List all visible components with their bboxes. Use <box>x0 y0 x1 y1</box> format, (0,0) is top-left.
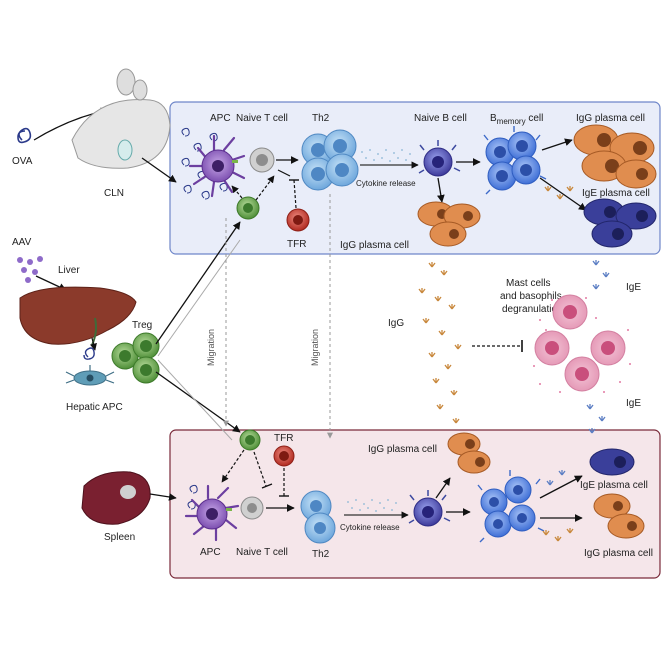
aav-particles-icon <box>17 256 43 283</box>
mast-cells-label-1: Mast cells <box>506 278 550 289</box>
cln-antigen-cloud <box>181 127 228 200</box>
igg-mid-label: IgG <box>388 318 404 329</box>
cln-naive-b-label: Naive B cell <box>414 113 467 124</box>
spleen-icon <box>81 471 151 525</box>
spleen-treg-to-apc-dashed <box>221 449 245 483</box>
ige-upper-label: IgE <box>626 282 641 293</box>
spleen-ige-plasma-label: IgE plasma cell <box>580 480 648 491</box>
cln-igg-plasma-bottom-label: IgG plasma cell <box>340 240 409 251</box>
cln-bmem-to-ige-arrow <box>539 177 587 211</box>
spleen-apc-label: APC <box>200 547 221 558</box>
cln-tfr-label: TFR <box>287 239 306 250</box>
hepatic-apc-label: Hepatic APC <box>66 402 123 413</box>
cln-naive-b-cell <box>418 140 461 177</box>
spleen-panel <box>169 429 661 579</box>
spleen-apc-cell <box>184 484 240 542</box>
cln-t-inhibit <box>277 169 291 177</box>
cln-igg-plasma-cluster-bottom <box>417 201 481 247</box>
spleen-tfr-cell <box>273 445 295 467</box>
spleen-naive-t-cell <box>240 496 264 520</box>
treg-to-cln-grey <box>157 239 241 357</box>
spleen-igg-plasma-mid-label: IgG plasma cell <box>368 444 437 455</box>
spleen-cytokine-dots <box>347 499 397 512</box>
ova-antigen-icon <box>17 127 32 144</box>
migration-right-label: Migration <box>310 329 320 366</box>
spleen-to-panel-arrow <box>149 493 177 501</box>
cln-igg-plasma-top-label: IgG plasma cell <box>576 113 645 124</box>
spleen-igg-plasma-cluster-mid <box>447 432 491 474</box>
cln-antibodies-orange <box>544 186 574 200</box>
spleen-th2-label: Th2 <box>312 549 330 560</box>
migration-left-label: Migration <box>206 329 216 366</box>
ige-antibody-lower <box>586 404 606 434</box>
cln-th2-label: Th2 <box>312 113 330 124</box>
cln-treg-cell <box>236 196 260 220</box>
liver-icon <box>19 286 137 346</box>
spleen-tfr-label: TFR <box>274 433 293 444</box>
cln-ige-plasma-label: IgE plasma cell <box>582 188 650 199</box>
spleen-igg-plasma-bottom-label: IgG plasma cell <box>584 548 653 559</box>
cln-naive-t-cell <box>249 147 275 173</box>
liver-label: Liver <box>58 265 80 276</box>
treg-label: Treg <box>132 320 152 331</box>
spleen-th2-cluster <box>300 490 336 544</box>
spleen-b-to-igg-arrow <box>435 477 451 499</box>
cln-cytokine-dots <box>361 149 411 162</box>
treg-cluster <box>111 332 160 384</box>
mast-cells-label-2: and basophils <box>500 291 562 302</box>
cln-tfr-cell <box>286 208 310 232</box>
hepatic-apc-icon <box>65 365 115 386</box>
mast-cells-label-3: degranulation <box>502 304 563 315</box>
spleen-naive-t-label: Naive T cell <box>236 547 288 558</box>
spleen-ige-antibodies <box>546 470 566 486</box>
mast-cells-cluster <box>533 294 631 393</box>
ige-lower-label: IgE <box>626 398 641 409</box>
cln-bmem-to-igg-arrow <box>541 138 573 151</box>
spleen-antibodies <box>542 528 574 542</box>
cln-treg-to-apc-dashed <box>231 185 243 199</box>
spleen-bmemory-cluster <box>477 470 545 543</box>
cln-treg-to-t-dashed <box>255 175 275 201</box>
cln-naive-t-label: Naive T cell <box>236 113 288 124</box>
cln-cytokine-label: Cytokine release <box>356 179 416 188</box>
spleen-t-inhibit-bar <box>261 483 273 489</box>
aav-label: AAV <box>12 237 32 248</box>
cln-apc-cell <box>188 134 246 198</box>
spleen-igg-plasma-cluster-bottom <box>593 493 645 539</box>
cln-igg-plasma-cluster-top <box>573 124 657 189</box>
liver-antigen-icon <box>83 347 95 360</box>
ige-antibody-upper <box>592 260 610 290</box>
cln-th2-cluster <box>301 129 359 191</box>
cln-bmemory-label: Bmemory cell <box>490 113 543 126</box>
igg-antibody-stream <box>418 262 462 424</box>
spleen-label: Spleen <box>104 532 135 543</box>
spleen-cytokine-label: Cytokine release <box>340 523 400 532</box>
cln-b-to-igg-arrow <box>436 177 445 203</box>
spleen-naive-b-cell <box>408 490 451 527</box>
mouse-icon <box>71 68 171 169</box>
treg-to-spleen-arrow <box>155 371 241 433</box>
treg-to-spleen-grey <box>157 359 233 441</box>
cln-bmemory-cluster <box>483 126 547 195</box>
spleen-bmem-to-ige-arrow <box>539 475 583 499</box>
cln-ige-plasma-cluster <box>583 198 657 248</box>
cln-apc-label: APC <box>210 113 231 124</box>
spleen-treg-to-t-dashed <box>253 451 267 487</box>
mouse-to-cln-arrow <box>141 157 177 183</box>
liver-down-arrow <box>89 337 97 351</box>
cln-label: CLN <box>104 188 124 199</box>
spleen-ige-plasma-cell <box>589 448 635 476</box>
spleen-treg-cell <box>239 429 261 451</box>
ova-label: OVA <box>12 156 33 167</box>
